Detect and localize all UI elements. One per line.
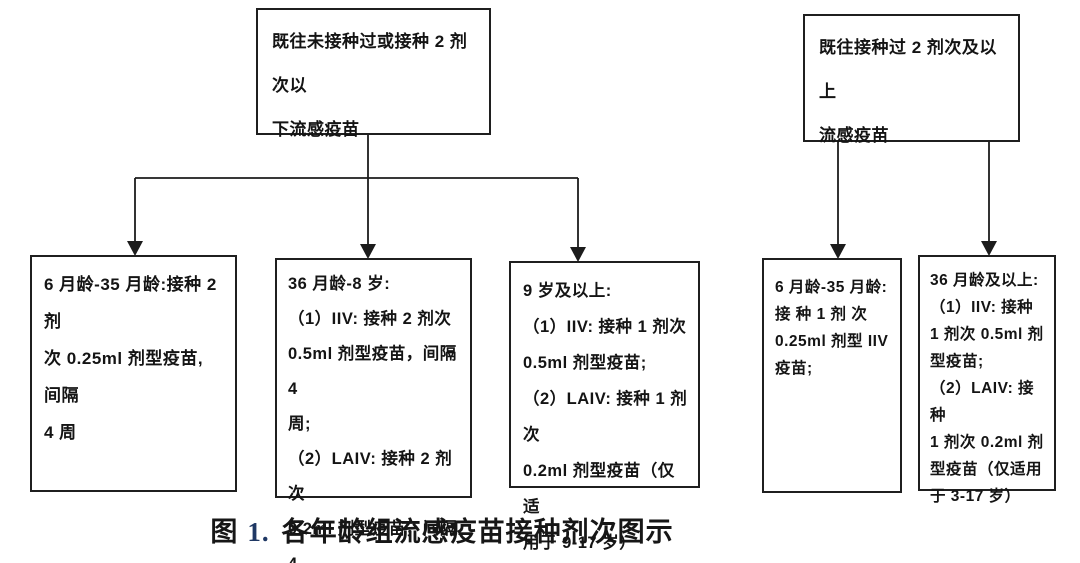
flow-box-text: 36 月龄-8 岁: （1）IIV: 接种 2 剂次 0.5ml 剂型疫苗，间隔… [288,275,457,563]
caption-figure-label: 图 [210,517,239,547]
right-branch-lines [837,142,990,246]
flow-box-text: 9 岁及以上: （1）IIV: 接种 1 剂次 0.5ml 剂型疫苗; （2）L… [523,282,688,552]
flow-box-history-2-or-more-doses: 既往接种过 2 剂次及以上 流感疫苗 [803,14,1020,145]
flow-box-age-9y-and-above-naive: 9 岁及以上: （1）IIV: 接种 1 剂次 0.5ml 剂型疫苗; （2）L… [509,261,700,552]
flow-box-history-unvaccinated-or-under-2-doses: 既往未接种过或接种 2 剂次以 下流感疫苗 [256,8,491,139]
figure-caption: 图 1. 各年龄组流感疫苗接种剂次图示 [0,510,884,549]
left-branch-lines [134,135,579,249]
flow-box-text: 既往未接种过或接种 2 剂次以 下流感疫苗 [272,32,468,139]
flow-box-text: 既往接种过 2 剂次及以上 流感疫苗 [819,38,997,145]
caption-title: 各年龄组流感疫苗接种剂次图示 [281,517,674,547]
flow-box-age-6m-35m-previously-vaccinated: 6 月龄-35 月龄: 接 种 1 剂 次 0.25ml 剂型 IIV 疫苗; [762,258,902,493]
flow-box-age-36m-8y-naive: 36 月龄-8 岁: （1）IIV: 接种 2 剂次 0.5ml 剂型疫苗，间隔… [275,258,472,563]
flow-box-age-36m-and-above-previously-vaccinated: 36 月龄及以上: （1）IIV: 接种 1 剂次 0.5ml 剂 型疫苗; （… [918,255,1056,505]
flow-box-text: 6 月龄-35 月龄: 接 种 1 剂 次 0.25ml 剂型 IIV 疫苗; [775,279,889,377]
right-branch-arrowheads [830,241,997,259]
left-branch-arrowheads [127,241,586,262]
caption-figure-number: 1. [247,517,270,547]
flow-box-text: 36 月龄及以上: （1）IIV: 接种 1 剂次 0.5ml 剂 型疫苗; （… [930,272,1044,505]
flow-box-age-6m-35m-naive: 6 月龄-35 月龄:接种 2 剂 次 0.25ml 剂型疫苗, 间隔 4 周 [30,255,237,492]
flow-box-text: 6 月龄-35 月龄:接种 2 剂 次 0.25ml 剂型疫苗, 间隔 4 周 [44,275,217,442]
